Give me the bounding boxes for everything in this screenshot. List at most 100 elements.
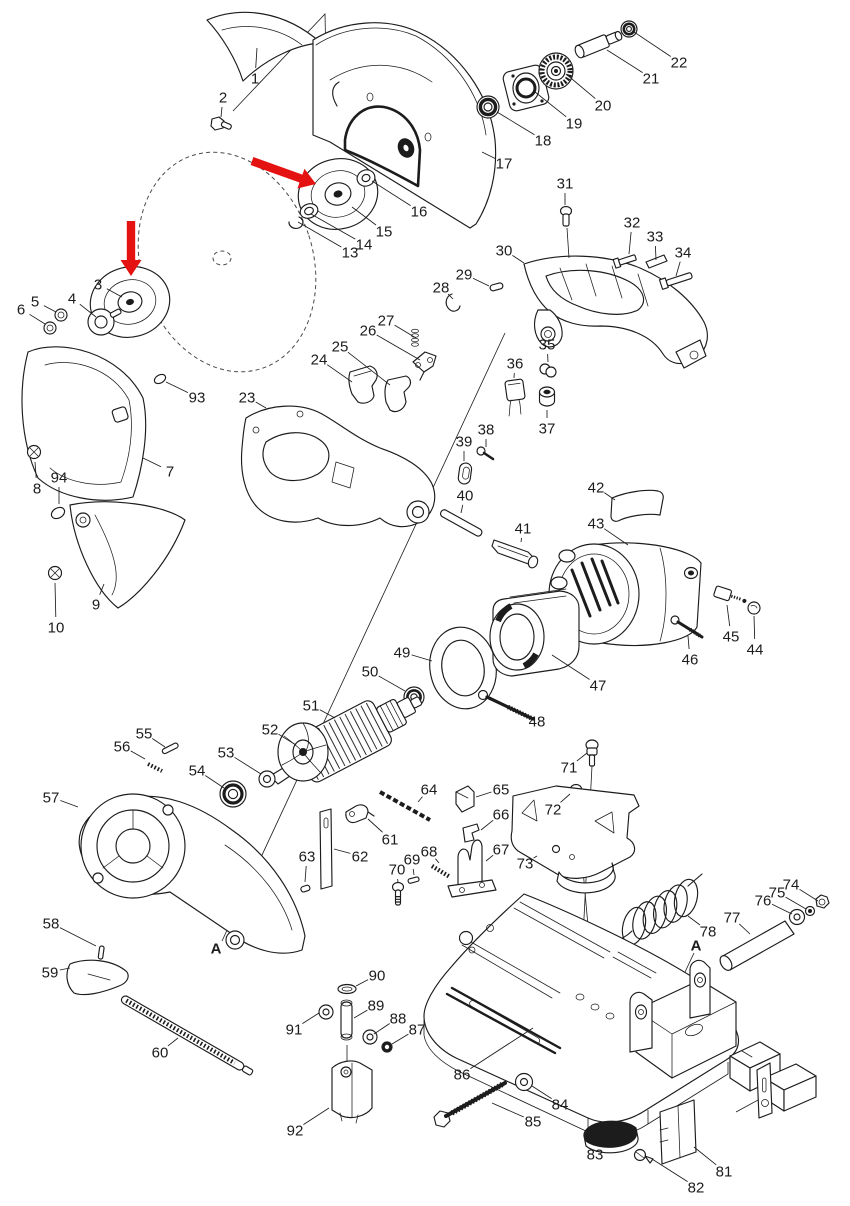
- callout-leader-77: [739, 923, 751, 935]
- view-letter-A-2: A: [691, 938, 702, 955]
- callout-leader-30: [512, 255, 525, 264]
- part-85-bolt: [433, 1081, 507, 1128]
- callout-17: 17: [496, 156, 513, 173]
- callout-71: 71: [561, 760, 578, 777]
- red-arrow-1: [250, 157, 316, 189]
- callout-28: 28: [433, 280, 450, 297]
- part-45-brush-holder: [713, 585, 747, 603]
- callout-4: 4: [68, 291, 76, 308]
- callout-46: 46: [682, 652, 699, 669]
- callout-62: 62: [352, 849, 369, 866]
- callout-leader-41: [520, 537, 523, 543]
- part-89-spacer: [340, 999, 353, 1041]
- callout-leader-86: [470, 1027, 534, 1069]
- part-8-screw: [26, 444, 42, 460]
- part-28-hook-spring: [445, 293, 461, 312]
- part-9-guard-plate: [69, 501, 186, 609]
- part-82-screw: [633, 1148, 654, 1164]
- callout-leader-53: [234, 756, 262, 775]
- part-77-rod: [719, 920, 795, 971]
- callout-leader-62: [333, 848, 351, 854]
- base-riser: [629, 959, 737, 1079]
- callout-47: 47: [590, 678, 607, 695]
- callout-leader-75: [785, 896, 807, 910]
- drawing-layer: [21, 11, 830, 1165]
- callout-leader-17: [481, 151, 496, 159]
- callout-leader-33: [654, 245, 657, 261]
- part-21-spindle: [574, 30, 623, 59]
- callout-37: 37: [539, 421, 556, 438]
- part-70-screw: [391, 881, 405, 906]
- callout-leader-42: [604, 492, 616, 501]
- callout-leader-44: [753, 615, 756, 640]
- callout-leader-88: [373, 1023, 390, 1035]
- callout-leader-71: [576, 752, 588, 762]
- callout-76: 76: [755, 893, 772, 910]
- view-letter-A-1: A: [211, 941, 222, 958]
- part-88-washer: [362, 1029, 378, 1045]
- callout-leader-64: [417, 796, 423, 803]
- callout-29: 29: [456, 267, 473, 284]
- callout-leader-55: [152, 738, 166, 748]
- callout-leader-5: [43, 305, 57, 313]
- callout-19: 19: [566, 116, 583, 133]
- callout-leader-90: [355, 979, 369, 987]
- red-arrow-2: [120, 221, 142, 276]
- part-47-field: [489, 588, 580, 677]
- part-74-nut: [815, 894, 830, 909]
- part-81-plate: [659, 1099, 697, 1165]
- callout-leader-29: [472, 277, 490, 287]
- callout-leader-89: [353, 1009, 368, 1019]
- callout-leader-47: [551, 654, 590, 680]
- callout-69: 69: [404, 852, 421, 869]
- callout-leader-18: [496, 111, 535, 136]
- callout-leader-63: [304, 865, 307, 883]
- part-58-pin: [97, 945, 105, 960]
- callout-leader-59: [59, 967, 71, 971]
- callout-leader-56: [130, 750, 146, 760]
- callout-leader-52: [278, 733, 297, 746]
- part-64-chain: [379, 790, 431, 822]
- part-87-c-ring: [381, 1041, 393, 1053]
- callout-leader-92: [303, 1107, 330, 1125]
- callout-leader-67: [485, 854, 494, 862]
- callout-67: 67: [493, 842, 510, 859]
- callout-78: 78: [700, 924, 717, 941]
- callout-74: 74: [783, 877, 800, 894]
- callout-9: 9: [92, 597, 100, 614]
- callout-leader-57: [60, 800, 79, 808]
- part-75-ring: [804, 905, 816, 917]
- part-10-screw: [47, 565, 63, 581]
- callout-leader-26: [376, 334, 421, 361]
- part-7-safety-guard: [21, 346, 147, 501]
- part-17-blade-case: [312, 22, 497, 229]
- callout-64: 64: [421, 782, 438, 799]
- callout-83: 83: [587, 1147, 604, 1164]
- callout-leader-69: [412, 868, 415, 876]
- part-34-bolt: [658, 272, 693, 290]
- part-26-lever: [412, 351, 437, 381]
- callout-labels: 1234567891013141516171819202122232425262…: [17, 55, 800, 1197]
- callout-60: 60: [152, 1045, 169, 1062]
- part-35-knurled-nut: [539, 363, 557, 378]
- callout-leader-9: [99, 583, 105, 595]
- callout-leader-84: [531, 1085, 552, 1099]
- callout-45: 45: [723, 629, 740, 646]
- callout-21: 21: [643, 71, 660, 88]
- callout-90: 90: [369, 968, 386, 985]
- callout-22: 22: [671, 55, 688, 72]
- callout-leader-3: [106, 288, 123, 298]
- callout-38: 38: [478, 422, 495, 439]
- part-92-bracket: [331, 1060, 373, 1124]
- part-24-trigger: [348, 365, 378, 404]
- callout-leader-65: [475, 791, 492, 798]
- part-71-screw: [585, 739, 599, 767]
- callout-leader-78: [687, 915, 701, 926]
- callout-26: 26: [360, 323, 377, 340]
- part-1-safety-cover: [206, 11, 322, 82]
- callout-31: 31: [557, 176, 574, 193]
- callout-leader-24: [326, 364, 353, 383]
- part-83-stopper: [583, 1120, 639, 1154]
- part-41-cord-guard: [491, 539, 539, 569]
